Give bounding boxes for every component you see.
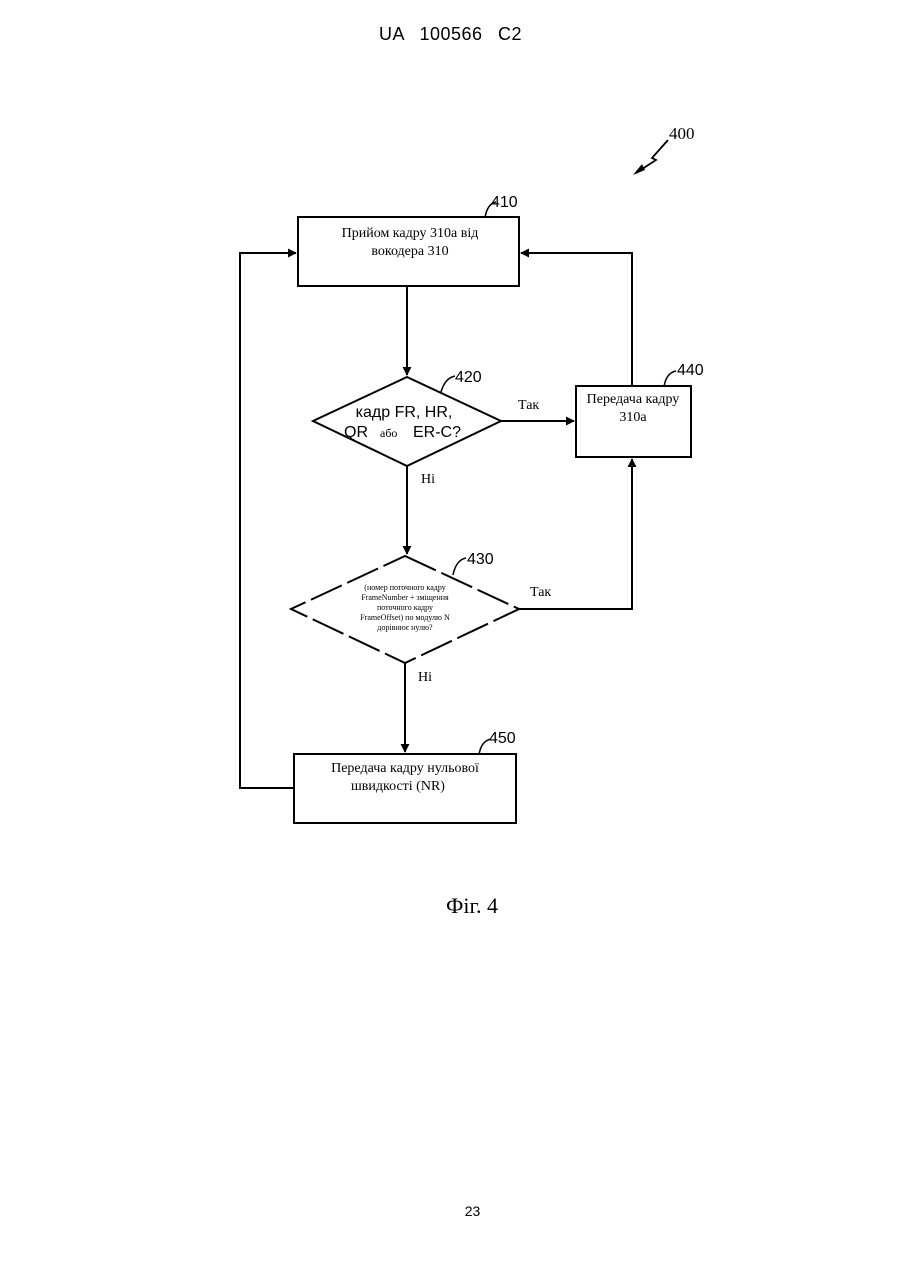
node-440-ref-leader bbox=[664, 371, 676, 387]
figure-ref-number: 400 bbox=[669, 124, 695, 143]
node-440-line1: Передача кадру bbox=[587, 392, 680, 407]
node-410-ref: 410 bbox=[491, 194, 518, 211]
edge-420-no-label: Ні bbox=[421, 472, 435, 487]
edge-430-no-label: Ні bbox=[418, 670, 432, 685]
node-430-line5: дорівнює нулю? bbox=[377, 623, 433, 632]
edge-440-to-410 bbox=[521, 253, 632, 386]
node-420-line2-part-c: ER-C? bbox=[413, 424, 461, 441]
edge-450-to-410 bbox=[240, 253, 296, 788]
node-440-ref: 440 bbox=[677, 362, 704, 379]
node-430-line4: FrameOffset) по модулю N bbox=[360, 613, 450, 622]
edge-430-yes-label: Так bbox=[530, 585, 551, 600]
node-420-line1: кадр FR, HR, bbox=[356, 404, 453, 421]
node-450-line1: Передача кадру нульової bbox=[331, 761, 479, 776]
node-420-line2-part-b: або bbox=[380, 426, 397, 440]
page-number: 23 bbox=[0, 1203, 901, 1219]
node-430-line1: (номер поточного кадру bbox=[364, 583, 445, 592]
node-410-line2: вокодера 310 bbox=[371, 244, 448, 259]
node-420-ref: 420 bbox=[455, 369, 482, 386]
node-430-ref-leader bbox=[453, 558, 466, 575]
node-410-line1: Прийом кадру 310а від bbox=[342, 226, 479, 241]
edge-420-yes-label: Так bbox=[518, 398, 539, 413]
node-430-line3: поточного кадру bbox=[377, 603, 433, 612]
node-420-line2-part-a: QR bbox=[344, 424, 368, 441]
node-430-ref: 430 bbox=[467, 551, 494, 568]
node-410-receive-frame: Прийом кадру 310а від вокодера 310 410 bbox=[298, 194, 519, 286]
node-440-line2: 310а bbox=[619, 410, 647, 425]
node-420-ref-leader bbox=[441, 376, 455, 392]
figure-ref-arrowhead bbox=[633, 164, 645, 175]
node-450-ref: 450 bbox=[489, 730, 516, 747]
figure-caption: Фіг. 4 bbox=[446, 893, 498, 918]
node-420-decision-frame-type: кадр FR, HR, QR або ER-C? 420 bbox=[313, 369, 501, 466]
node-430-line2: FrameNumber + зміщення bbox=[361, 593, 449, 602]
node-440-transmit-frame: Передача кадру 310а 440 bbox=[576, 362, 704, 457]
node-430-decision-frame-offset: (номер поточного кадру FrameNumber + змі… bbox=[291, 551, 519, 663]
node-450-line2: швидкості (NR) bbox=[351, 779, 445, 794]
